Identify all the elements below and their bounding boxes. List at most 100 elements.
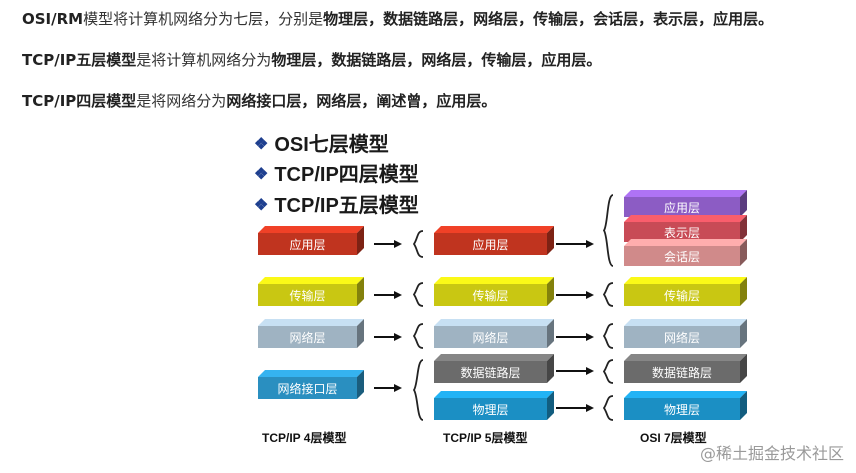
osi-physical-box-label: 物理层	[664, 403, 700, 417]
box-face	[434, 398, 547, 420]
box-top	[624, 239, 747, 246]
diamond-icon: ❖	[254, 166, 269, 183]
osi-network-box: 网络层	[624, 319, 747, 348]
tcp4-column-label: TCP/IP 4层模型	[262, 431, 347, 445]
box-face	[258, 284, 357, 306]
tcp5-datalink-box: 数据链路层	[434, 354, 554, 383]
box-face	[624, 284, 740, 306]
tcp4-interface-box: 网络接口层	[258, 370, 364, 399]
box-top	[434, 277, 554, 284]
box-face	[624, 398, 740, 420]
osi-presentation-box: 表示层	[624, 215, 747, 242]
arrow-head	[586, 291, 594, 299]
brace-osi-physical	[602, 395, 614, 421]
box-face	[624, 326, 740, 348]
paragraph-tcp5: TCP/IP五层模型是将计算机网络分为物理层，数据链路层，网络层，传输层，应用层…	[22, 50, 601, 70]
tcp4-interface-box-label: 网络接口层	[277, 381, 337, 396]
arrow-app-5-7	[556, 240, 594, 248]
brace-path	[602, 359, 614, 384]
box-side	[740, 215, 747, 242]
brace-path	[602, 194, 614, 267]
box-side	[547, 226, 554, 255]
tcp5-physical-box-label: 物理层	[472, 403, 508, 417]
box-side	[357, 226, 364, 255]
box-top	[624, 190, 747, 197]
box-top	[624, 354, 747, 361]
brace-path	[602, 395, 614, 421]
bullet-tcp5: ❖TCP/IP五层模型	[254, 194, 419, 218]
brace-osi-transport	[602, 282, 614, 307]
box-side	[357, 370, 364, 399]
tcp5-application-box-label: 应用层	[472, 237, 508, 252]
bullet-osi-text: OSI七层模型	[274, 134, 389, 156]
tcp4-transport-box-label: 传输层	[289, 288, 325, 303]
box-side	[740, 190, 747, 217]
osi-column-label: OSI 7层模型	[640, 431, 707, 445]
tcp5-datalink-box-label: 数据链路层	[460, 365, 520, 380]
bullet-tcp5-text: TCP/IP五层模型	[274, 195, 419, 217]
box-top	[624, 391, 747, 398]
box-side	[547, 391, 554, 420]
box-top	[258, 226, 364, 233]
brace-path	[412, 359, 424, 421]
osi-presentation-box-label: 表示层	[664, 226, 700, 240]
box-top	[624, 215, 747, 222]
box-face	[434, 284, 547, 306]
tcp4-mid: 是将网络分为	[136, 92, 227, 110]
box-side	[547, 354, 554, 383]
tcp4-application-box: 应用层	[258, 226, 364, 255]
box-top	[434, 391, 554, 398]
tcp5-network-box: 网络层	[434, 319, 554, 348]
box-face	[434, 233, 547, 255]
watermark: @稀土掘金技术社区	[699, 444, 844, 463]
arrow-network-4-5	[374, 333, 402, 341]
osi-transport-box-label: 传输层	[664, 288, 700, 303]
arrow-transport-4-5	[374, 291, 402, 299]
arrow-head	[586, 367, 594, 375]
tcp5-layers: 物理层，数据链路层，网络层，传输层，应用层。	[271, 51, 602, 69]
bullet-tcp4-text: TCP/IP四层模型	[274, 164, 419, 186]
arrow-transport-5-7	[556, 291, 594, 299]
brace-tcp5-link	[412, 359, 424, 421]
box-face	[624, 222, 740, 242]
brace-path	[412, 323, 424, 349]
tcp4-transport-box: 传输层	[258, 277, 364, 306]
osi-network-box-label: 网络层	[664, 330, 700, 345]
box-face	[434, 326, 547, 348]
arrow-head	[394, 384, 402, 392]
arrow-interface-4-5	[374, 384, 402, 392]
tcp5-column-label: TCP/IP 5层模型	[443, 431, 528, 445]
box-side	[740, 277, 747, 306]
box-side	[740, 391, 747, 420]
osi-datalink-box: 数据链路层	[624, 354, 747, 383]
paragraph-osi: OSI/RM模型将计算机网络分为七层，分别是物理层，数据链路层，网络层，传输层，…	[22, 9, 773, 29]
arrow-head	[586, 404, 594, 412]
arrow-head	[394, 333, 402, 341]
box-top	[258, 319, 364, 326]
tcp5-term: TCP/IP五层模型	[22, 51, 137, 69]
arrow-head	[586, 240, 594, 248]
tcp5-mid: 是将计算机网络分为	[136, 51, 272, 69]
osi-mid: 模型将计算机网络分为七层，分别是	[83, 10, 324, 28]
tcp4-network-box-label: 网络层	[289, 330, 325, 345]
bullet-osi: ❖OSI七层模型	[254, 133, 389, 157]
box-side	[740, 239, 747, 266]
osi-application-box-label: 应用层	[664, 200, 700, 215]
brace-osi-datalink	[602, 359, 614, 384]
brace-tcp5-app	[412, 230, 424, 258]
arrow-head	[586, 333, 594, 341]
brace-path	[412, 230, 424, 258]
box-top	[434, 226, 554, 233]
tcp4-term: TCP/IP四层模型	[22, 92, 137, 110]
arrow-head	[394, 291, 402, 299]
osi-physical-box: 物理层	[624, 391, 747, 420]
box-top	[434, 319, 554, 326]
box-face	[258, 233, 357, 255]
osi-application-box: 应用层	[624, 190, 747, 217]
arrow-datalink-5-7	[556, 367, 594, 375]
bullet-tcp4: ❖ TCP/IP四层模型	[254, 163, 419, 187]
box-face	[434, 361, 547, 383]
arrow-physical-5-7	[556, 404, 594, 412]
